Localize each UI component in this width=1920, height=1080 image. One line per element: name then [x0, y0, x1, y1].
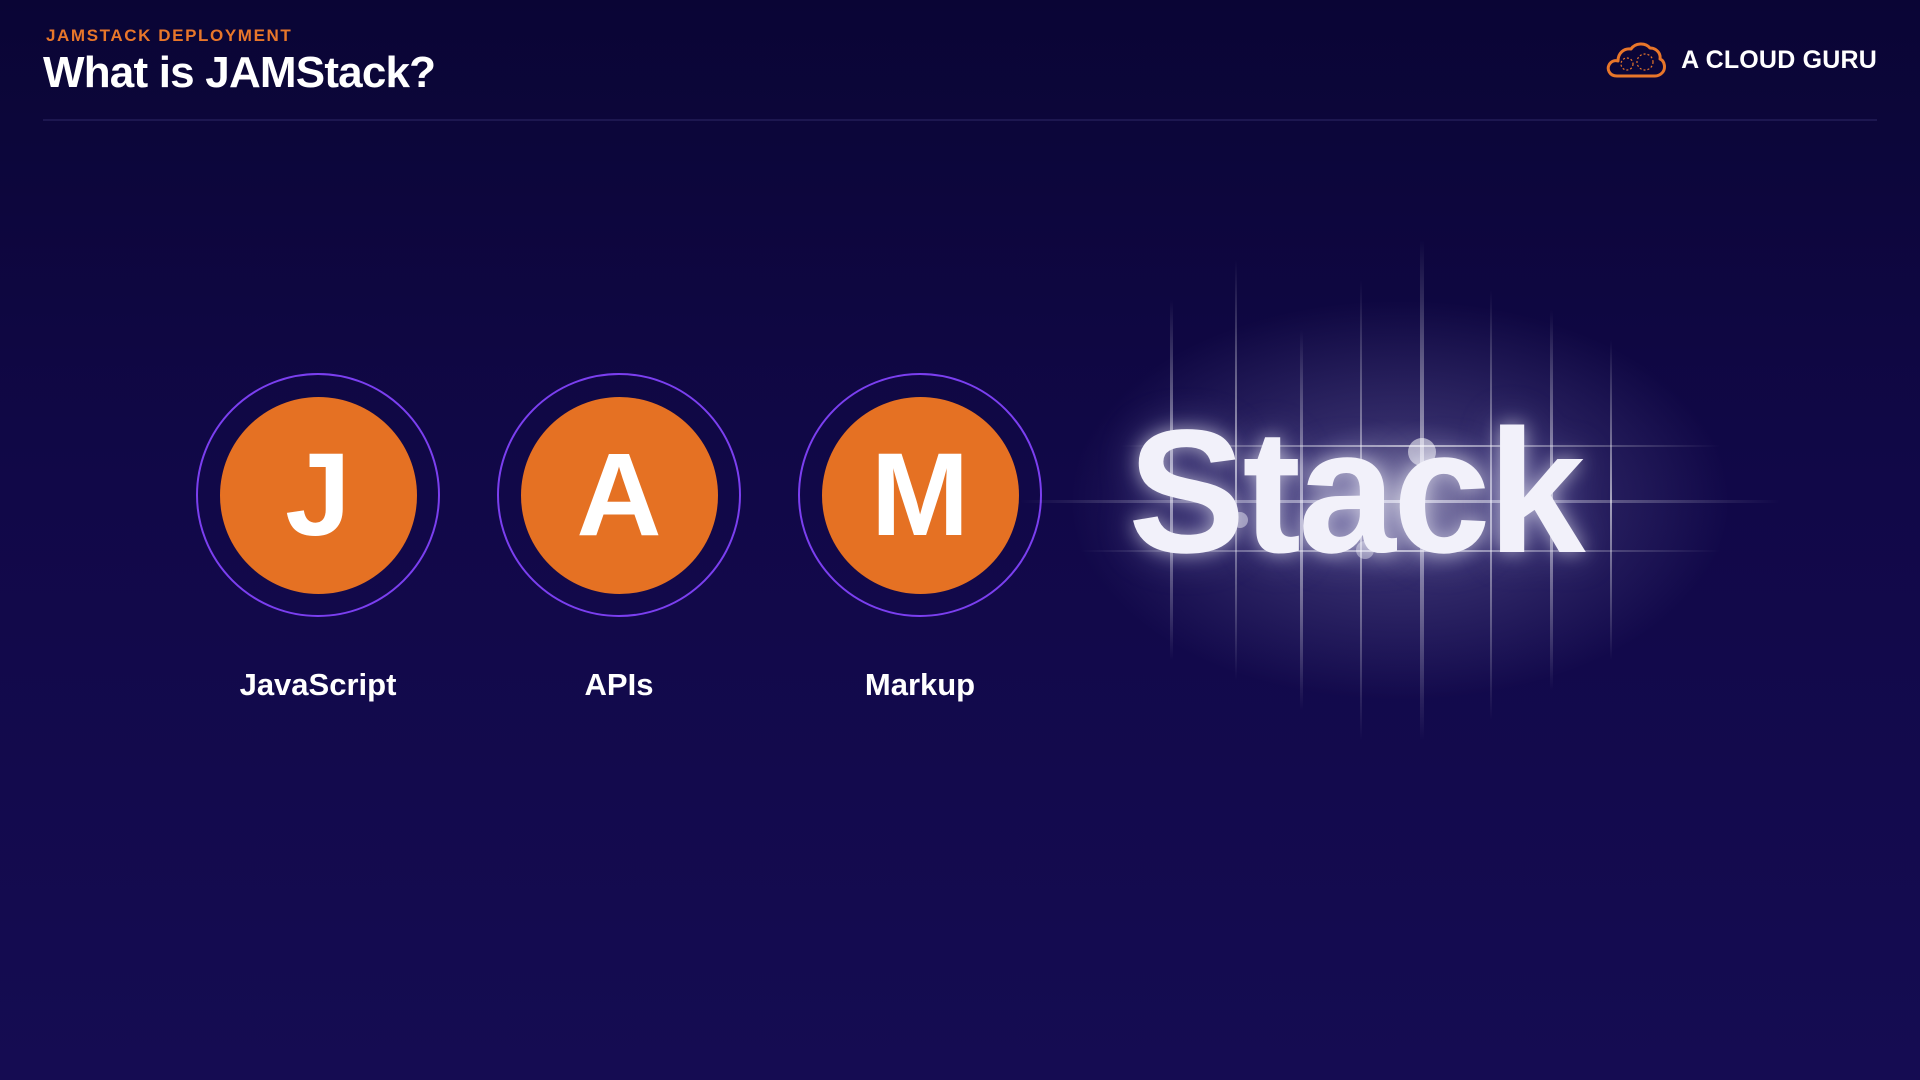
letter-disc-m: M [821, 396, 1019, 594]
brand-name: A CLOUD GURU [1681, 45, 1877, 74]
letter-disc-j: J [219, 396, 417, 594]
stack-word: Stack [1128, 394, 1586, 590]
page-title: What is JAMStack? [43, 48, 436, 97]
letter-ring-a: A [497, 373, 741, 617]
header-divider [43, 119, 1877, 121]
brand-logo: A CLOUD GURU [1605, 38, 1877, 82]
eyebrow-label: JAMSTACK DEPLOYMENT [46, 26, 293, 45]
letter-ring-j: J [196, 373, 440, 617]
sparkle-effect [1020, 240, 1780, 740]
letter-label-markup: Markup [864, 667, 976, 702]
letter-label-apis: APIs [584, 667, 654, 702]
letter-disc-a: A [520, 396, 718, 594]
cloud-logo-icon [1606, 42, 1667, 78]
letter-ring-m: M [798, 373, 1042, 617]
letter-label-javascript: JavaScript [239, 667, 397, 702]
